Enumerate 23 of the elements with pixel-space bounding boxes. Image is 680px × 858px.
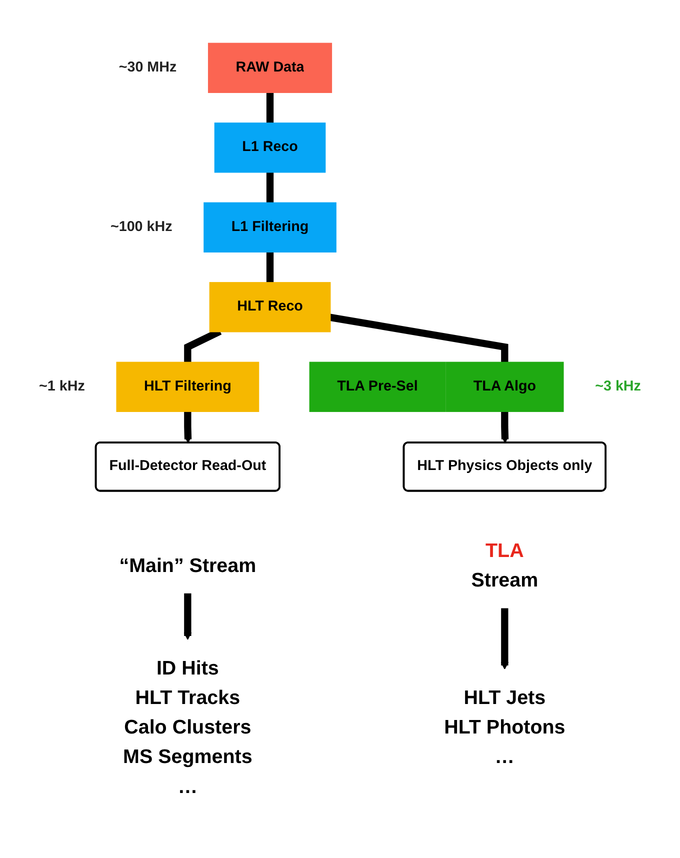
node-box: L1 Filtering <box>204 202 336 252</box>
node-box: TLA Algo <box>446 362 564 412</box>
node-box: HLT Filtering <box>116 362 260 412</box>
node-label: ~100 kHz <box>110 219 172 235</box>
arrow <box>184 411 192 444</box>
arrow <box>184 593 192 640</box>
node-text: ID Hits HLT Tracks Calo Clusters MS Segments … <box>123 656 252 798</box>
arrow <box>500 608 509 670</box>
connector <box>266 92 274 124</box>
node-text: TLA Stream <box>471 539 538 592</box>
node-label: ~30 MHz <box>118 60 177 76</box>
node-box: HLT Reco <box>209 282 331 332</box>
node-text: “Main” Stream <box>119 554 256 576</box>
node-box: RAW Data <box>208 42 332 93</box>
connector <box>329 314 508 363</box>
node-text: HLT Jets HLT Photons … <box>444 686 566 768</box>
connector <box>266 172 274 204</box>
arrow <box>500 411 509 444</box>
connector <box>266 252 274 283</box>
node-box: L1 Reco <box>214 122 326 173</box>
node-label: ~1 kHz <box>39 378 85 394</box>
node-box: TLA Pre-Sel <box>309 362 446 412</box>
node-label: ~3 kHz <box>595 378 641 394</box>
